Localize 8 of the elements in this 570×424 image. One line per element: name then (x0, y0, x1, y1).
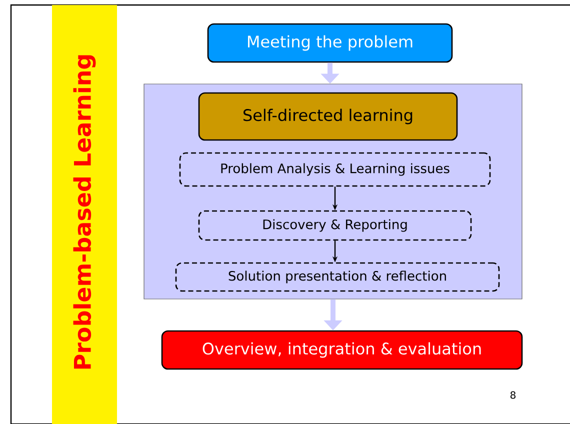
title-band: Problem-based Learning (52, 5, 117, 424)
step-box: Problem Analysis & Learning issues (179, 152, 491, 187)
step-box: Solution presentation & reflection (175, 262, 500, 292)
process-box: Meeting the problem (207, 23, 453, 63)
process-box: Overview, integration & evaluation (161, 330, 523, 370)
process-box: Self-directed learning (198, 92, 458, 141)
page-number: 8 (510, 391, 516, 399)
step-box: Discovery & Reporting (198, 210, 472, 241)
